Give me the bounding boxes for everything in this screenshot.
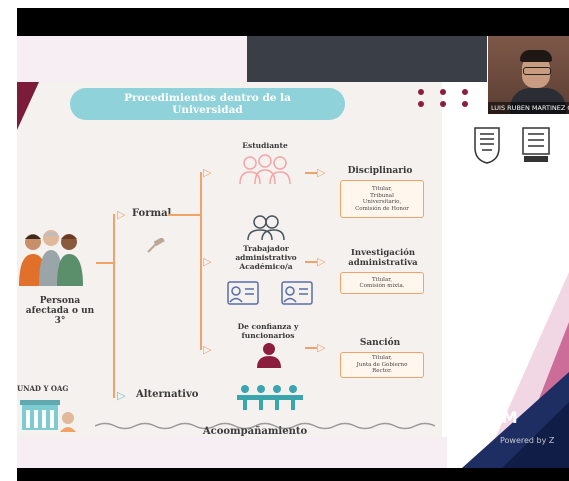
official-icon xyxy=(252,342,286,368)
wave-divider xyxy=(94,416,436,430)
box-disciplinario: Titular, Tribunal Universitario, Comisió… xyxy=(340,180,424,218)
person-label-line1: Persona xyxy=(39,296,81,306)
top-letterbox xyxy=(17,8,569,36)
formal-label: Formal xyxy=(132,208,172,219)
header-pink-band xyxy=(17,36,247,82)
unam-seal-icon xyxy=(520,126,552,164)
arrow-icon: ▷ xyxy=(317,341,326,354)
arrow-icon: ▷ xyxy=(117,208,126,221)
slide-title-line2: Universidad xyxy=(172,104,243,116)
decor-dot xyxy=(440,101,446,107)
trabajador-line3: Académico/a xyxy=(239,262,293,271)
confianza-line2: funcionarios xyxy=(241,331,295,340)
box1-line2: Tribunal xyxy=(370,192,394,199)
confianza-label: De confianza y funcionarios xyxy=(226,322,310,340)
building-icon xyxy=(20,396,78,432)
arrow-icon: ▷ xyxy=(203,166,212,179)
unam-wordmark: UNAM xyxy=(463,408,518,427)
id-card-icon xyxy=(222,280,260,306)
connector-line xyxy=(113,214,115,398)
title-banner xyxy=(70,88,345,120)
decor-dot xyxy=(462,101,468,107)
sancion-label: Sanción xyxy=(359,338,401,348)
investigacion-label: Investigación administrativa xyxy=(340,248,426,268)
alternativo-label: Alternativo xyxy=(136,389,199,400)
students-icon xyxy=(236,154,294,185)
id-card-icon xyxy=(278,280,316,306)
trabajador-label: Trabajador administrativo Académico/a xyxy=(224,244,308,271)
trabajador-line2: administrativo xyxy=(235,253,297,262)
webcam-name-label: LUIS RUBEN MARTINEZ GR xyxy=(488,102,569,114)
investigacion-line1: Investigación xyxy=(350,248,416,258)
header-dark-band xyxy=(247,36,487,82)
affected-people-illustration xyxy=(17,228,87,286)
box-investigacion: Titular, Comisión mixta. xyxy=(340,272,424,294)
connector-line xyxy=(305,347,317,349)
unad-label: UNAD Y OAG xyxy=(17,384,69,393)
gavel-icon xyxy=(146,236,168,254)
arrow-icon: ▷ xyxy=(317,166,326,179)
box1-line3: Universitario, xyxy=(362,199,402,205)
worker-users-icon xyxy=(246,214,286,241)
box3-line1: Titular, xyxy=(372,355,392,362)
connector-line xyxy=(200,172,202,350)
box2-line1: Titular, xyxy=(372,276,392,283)
box1-line4: Comisión de Honor xyxy=(355,205,409,212)
bottom-band xyxy=(17,437,447,468)
person-label-line2: afectada o un xyxy=(25,306,95,316)
unam-branding-panel xyxy=(442,272,569,468)
acompanamiento-label: Acoompañamiento xyxy=(202,426,308,437)
trabajador-line1: Trabajador xyxy=(243,244,289,253)
slide-title-line1: Procedimientos dentro de la xyxy=(124,92,291,104)
person-label-line3: 3° xyxy=(54,316,66,326)
decor-dot xyxy=(462,89,468,95)
slide-title: Procedimientos dentro de la Universidad xyxy=(70,92,345,116)
decor-dot xyxy=(418,89,424,95)
connector-line xyxy=(305,261,317,263)
box3-line3: Rector. xyxy=(372,368,392,375)
presenter-glasses xyxy=(523,67,551,75)
bottom-letterbox xyxy=(17,468,569,481)
arrow-icon: ▷ xyxy=(317,255,326,268)
arrow-icon: ▷ xyxy=(117,389,126,402)
box1-line1: Titular, xyxy=(372,186,392,192)
confianza-line1: De confianza y xyxy=(237,322,299,331)
box3-line2: Junta de Gobierno xyxy=(356,361,408,368)
investigacion-line2: administrativa xyxy=(348,258,418,268)
estudiante-label: Estudiante xyxy=(242,141,288,150)
arrow-icon: ▷ xyxy=(203,343,212,356)
unam-crest-icon xyxy=(472,126,502,164)
presenter-hair xyxy=(520,50,552,62)
connector-line xyxy=(305,172,317,174)
box-sancion: Titular, Junta de Gobierno Rector. xyxy=(340,352,424,378)
connector-line xyxy=(168,214,200,216)
meeting-icon xyxy=(235,384,305,410)
person-label: Persona afectada o un 3° xyxy=(20,296,100,326)
arrow-icon: ▷ xyxy=(203,255,212,268)
disciplinario-label: Disciplinario xyxy=(347,166,413,176)
box2-line2: Comisión mixta. xyxy=(359,283,405,289)
connector-line xyxy=(96,262,113,264)
decor-dot xyxy=(440,89,446,95)
decor-dot xyxy=(418,101,424,107)
powered-by-text: Powered by Z xyxy=(500,436,555,445)
maroon-corner-shape xyxy=(17,82,39,130)
